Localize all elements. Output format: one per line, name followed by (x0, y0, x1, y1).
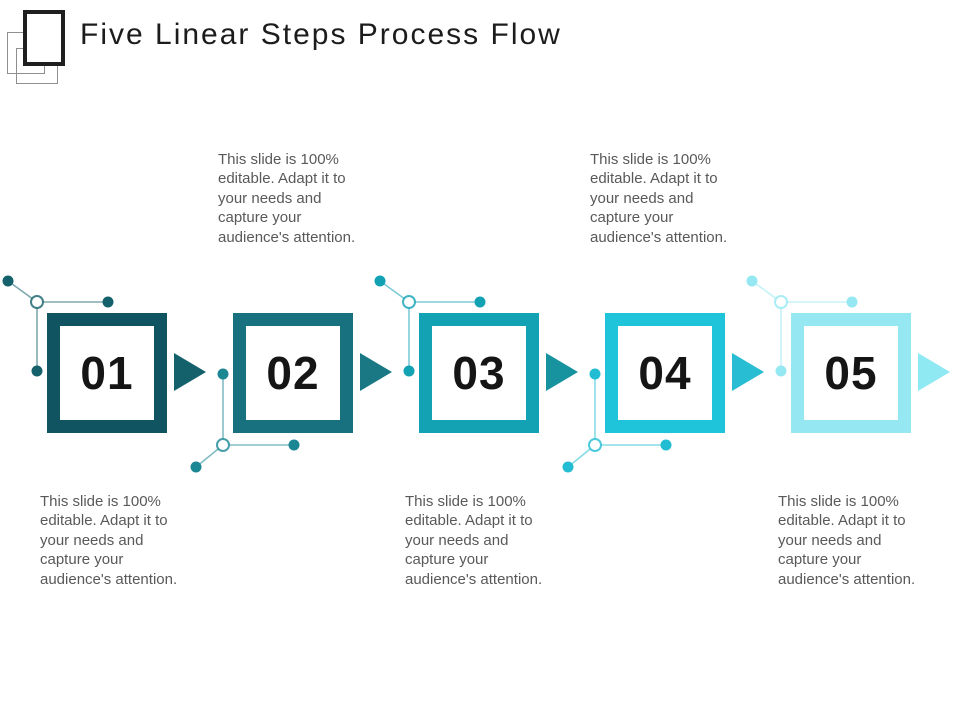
step-note-03: This slide is 100% editable. Adapt it to… (405, 493, 543, 588)
arrow-right-icon (732, 353, 764, 391)
step-number: 03 (452, 347, 506, 399)
arrow-right-icon (360, 353, 392, 391)
overlapping-squares-logo-icon (0, 0, 90, 95)
step-note-05: This slide is 100% editable. Adapt it to… (778, 493, 916, 588)
page-title: Five Linear Steps Process Flow (80, 18, 562, 51)
step-note-04: This slide is 100% editable. Adapt it to… (590, 151, 728, 246)
step-number: 04 (638, 347, 692, 399)
step-box-02: 02 (233, 313, 353, 433)
step-box-05: 05 (791, 313, 911, 433)
step-box-04: 04 (605, 313, 725, 433)
step-number: 01 (80, 347, 134, 399)
step-number: 02 (266, 347, 320, 399)
step-box-01: 01 (47, 313, 167, 433)
step-number: 05 (824, 347, 878, 399)
step-box-03: 03 (419, 313, 539, 433)
logo-square-front-icon (23, 10, 65, 66)
arrow-right-icon (174, 353, 206, 391)
step-note-02: This slide is 100% editable. Adapt it to… (218, 151, 356, 246)
step-note-01: This slide is 100% editable. Adapt it to… (40, 493, 178, 588)
arrow-right-icon (546, 353, 578, 391)
arrow-right-icon (918, 353, 950, 391)
